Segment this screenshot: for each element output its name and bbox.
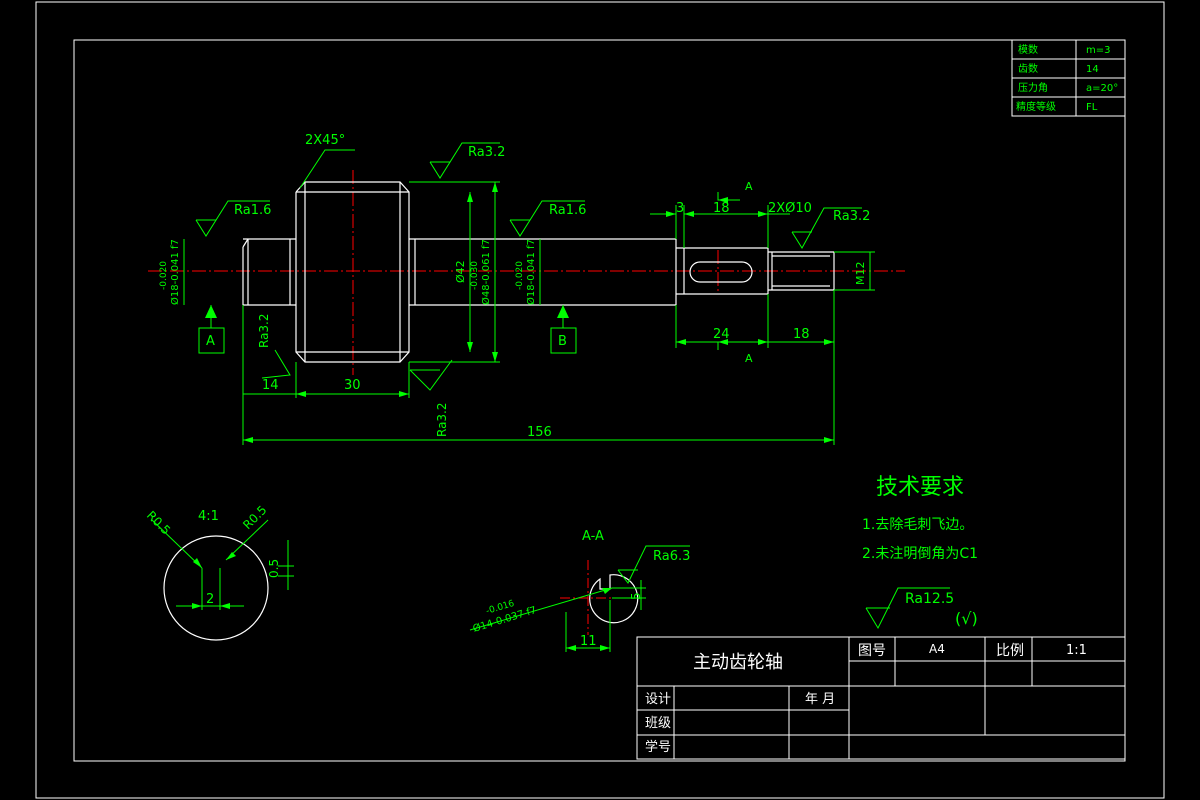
datum-b-label: B [558,334,567,349]
tech-item-1: 1.去除毛刺飞边。 [862,517,973,533]
dim-2x10: 2XØ10 [768,201,812,216]
dim-dia-mid: Ø18-0.041 f7 [525,239,537,305]
dim-3: 3 [676,201,684,216]
ra-bottom-left: Ra3.2 [257,313,271,348]
param-label-module: 模数 [1018,43,1038,56]
param-label-pressure-angle: 压力角 [1018,81,1048,94]
scale-label: 比例 [996,643,1024,659]
dim-dia-left: Ø18-0.041 f7 [169,239,181,305]
design-label: 设计 [645,692,671,707]
param-value-accuracy: FL [1086,102,1098,113]
section-mark-bottom: A [745,352,753,365]
drawing-no-label: 图号 [858,643,886,659]
param-value-teeth: 14 [1086,64,1099,75]
section-ra: Ra6.3 [653,549,690,564]
param-label-accuracy: 精度等级 [1016,100,1056,113]
dim-24: 24 [713,327,730,342]
dim-dia-gear-inner: Ø42 [454,260,467,283]
detail-scale: 4:1 [198,509,219,524]
chamfer-label: 2X45° [305,133,345,148]
datum-a-label: A [206,334,215,349]
dim-dia-gear-outer: Ø48-0.061 f7 [480,239,492,305]
section-dim-11: 11 [580,634,597,649]
param-value-pressure-angle: a=20° [1086,83,1118,94]
dim-thread-m12: M12 [854,262,867,286]
dim-156: 156 [527,425,552,440]
drawing-no: A4 [929,642,945,656]
tech-title: 技术要求 [876,475,964,500]
shaft-main-view: 2X45° Ra3.2 Ra1.6 Ra1.6 Ra3.2 3 18 2XØ10… [148,133,905,445]
param-value-module: m=3 [1086,45,1110,56]
dim-18-bottom: 18 [793,327,810,342]
gear-parameters-table: 模数 m=3 齿数 14 压力角 a=20° 精度等级 FL [1011,39,1126,117]
dim-18-top: 18 [713,201,730,216]
tech-item-2: 2.未注明倒角为C1 [862,546,978,562]
datum-a-triangle [205,305,217,318]
dim-30: 30 [344,378,361,393]
ra-left-journal: Ra1.6 [234,203,271,218]
date-label: 年 月 [805,692,835,707]
ra-bottom-gear: Ra3.2 [435,402,449,437]
dim-dia-gear-outer-upper: -0.030 [470,261,480,290]
technical-requirements: 技术要求 1.去除毛刺飞边。 2.未注明倒角为C1 Ra12.5 (√) [862,475,978,630]
ra-mid-shaft: Ra1.6 [549,203,586,218]
drawing-frame [35,1,1165,799]
ra-gear-top: Ra3.2 [468,145,505,160]
student-no-label: 学号 [645,739,671,755]
class-label: 班级 [645,716,671,731]
section-title: A-A [582,529,604,544]
tech-ra-general: Ra12.5 [905,591,954,607]
part-name: 主动齿轮轴 [693,652,783,673]
ra-right-end: Ra3.2 [833,209,870,224]
dim-14: 14 [262,378,279,393]
dim-dia-mid-upper: -0.020 [515,261,525,290]
section-dim-5: 5 [629,592,643,600]
scale-value: 1:1 [1066,643,1087,658]
detail-dim-2: 2 [206,592,214,607]
param-label-teeth: 齿数 [1018,62,1038,75]
section-mark-top: A [745,180,753,193]
detail-dim-05: 0.5 [267,559,281,578]
dim-dia-left-upper: -0.020 [159,261,169,290]
tech-ra-paren: (√) [955,609,978,628]
datum-b-triangle [557,305,569,318]
title-block: 主动齿轮轴 图号 A4 比例 1:1 设计 年 月 班级 学号 [636,636,1126,760]
